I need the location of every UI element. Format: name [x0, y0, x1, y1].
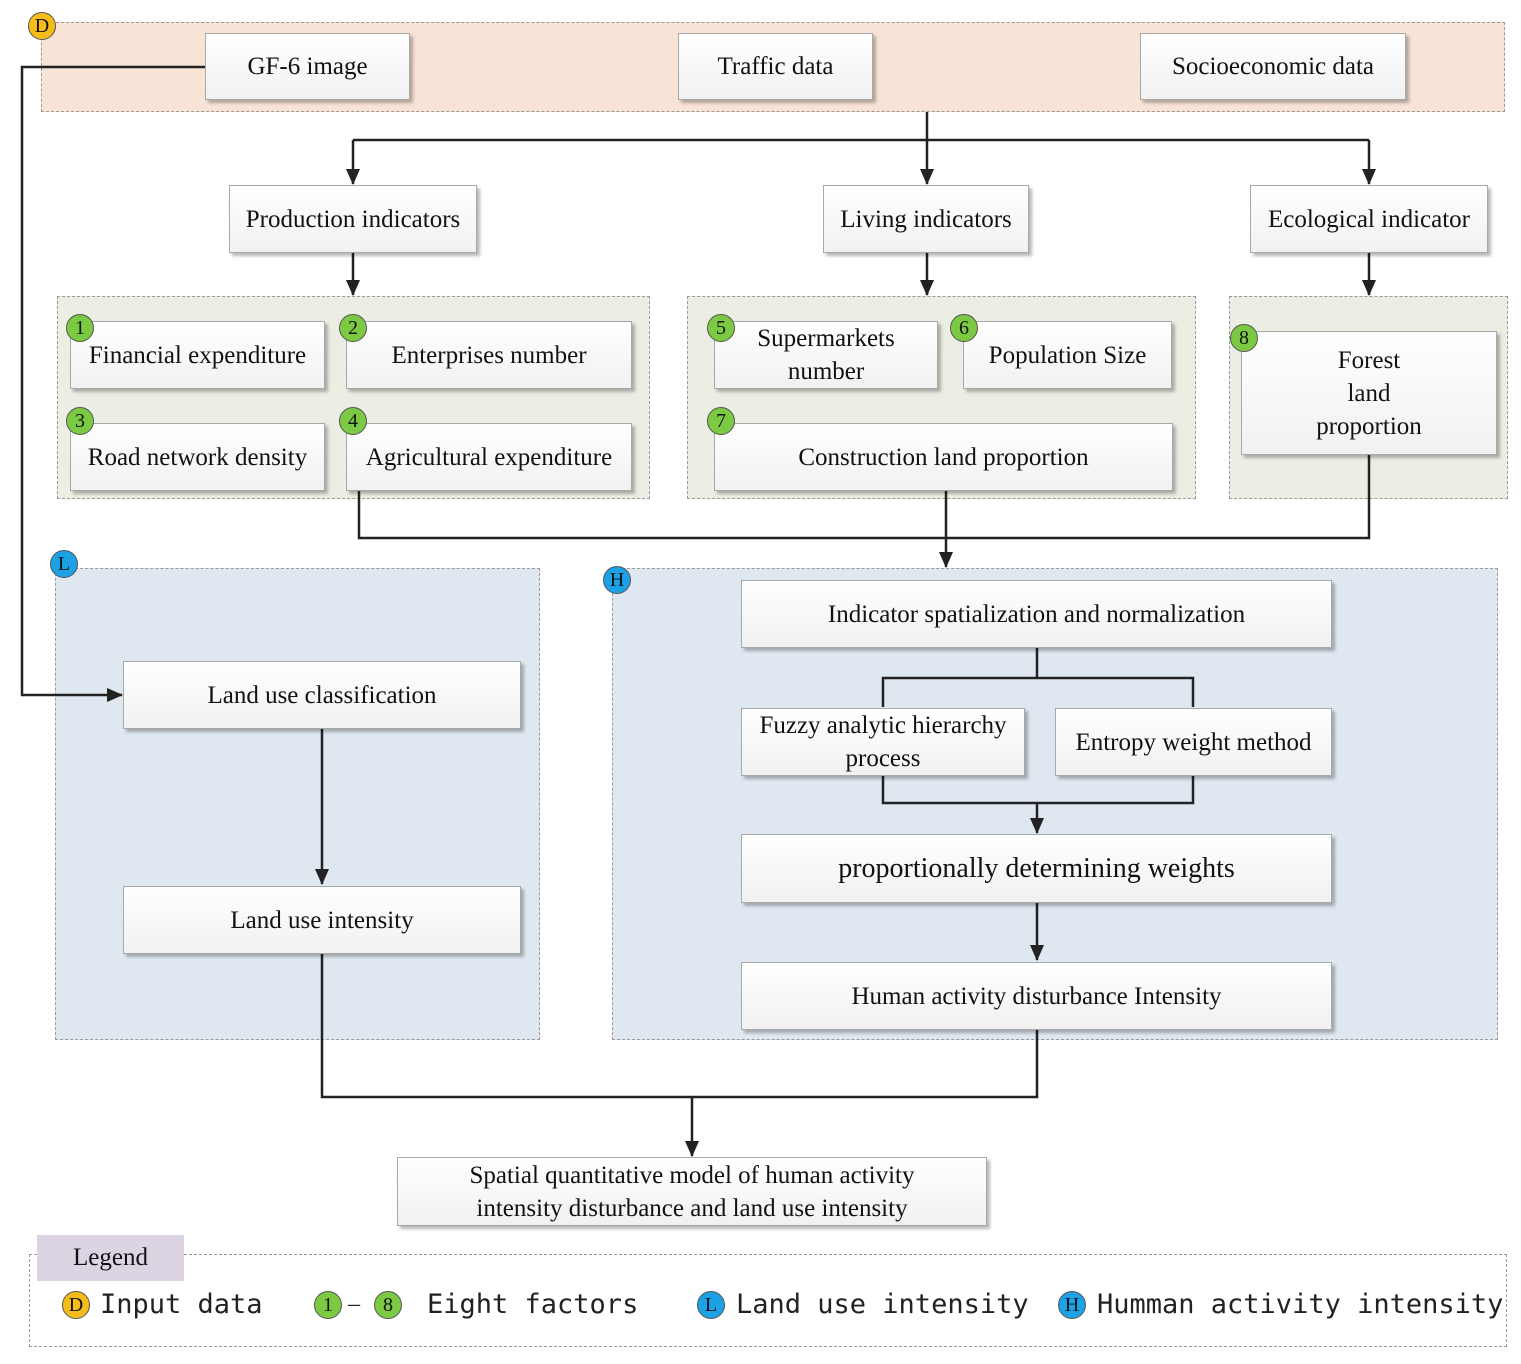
land-use-intensity-label: Land use intensity	[230, 906, 414, 934]
land-use-intensity-box: Land use intensity	[123, 886, 521, 954]
financial-expenditure-label: Financial expenditure	[88, 341, 307, 369]
forest-land-proportion-line1: Forest	[1337, 346, 1401, 374]
determining-weights-box: proportionally determining weights	[741, 834, 1332, 903]
living-indicators-box: Living indicators	[823, 185, 1029, 253]
spatial-model-line1: Spatial quantitative model of human acti…	[469, 1161, 915, 1189]
entropy-weight-box: Entropy weight method	[1055, 708, 1332, 776]
legend-land-badge: L	[697, 1291, 725, 1319]
indicator-spatialization-box: Indicator spatialization and normalizati…	[741, 580, 1332, 648]
forest-land-proportion-box: Forest land proportion	[1241, 331, 1497, 455]
production-indicators-box: Production indicators	[229, 185, 477, 253]
forest-land-proportion-line2: land	[1347, 379, 1391, 407]
legend-land-use-intensity: Land use intensity	[736, 1289, 1029, 1320]
land-use-badge: L	[50, 550, 78, 578]
land-use-classification-box: Land use classification	[123, 661, 521, 729]
human-disturbance-box: Human activity disturbance Intensity	[741, 962, 1332, 1030]
human-disturbance-label: Human activity disturbance Intensity	[851, 982, 1222, 1010]
factor-badge-2: 2	[339, 314, 367, 342]
legend-factor-badge-first: 1	[314, 1291, 342, 1319]
fuzzy-ahp-line1: Fuzzy analytic hierarchy	[759, 712, 1007, 739]
fuzzy-ahp-line2: process	[845, 745, 921, 772]
legend-human-badge: H	[1058, 1291, 1086, 1319]
production-indicators-label: Production indicators	[245, 205, 461, 233]
socioeconomic-data-label: Socioeconomic data	[1171, 53, 1374, 80]
construction-land-proportion-label: Construction land proportion	[798, 443, 1089, 471]
agricultural-expenditure-label: Agricultural expenditure	[365, 443, 613, 471]
construction-land-proportion-box: Construction land proportion	[714, 423, 1173, 491]
traffic-data-box: Traffic data	[678, 33, 873, 100]
fuzzy-ahp-box: Fuzzy analytic hierarchy process	[741, 708, 1025, 776]
determining-weights-label: proportionally determining weights	[838, 853, 1235, 884]
factor-badge-1: 1	[66, 314, 94, 342]
legend-input-data: Input data	[100, 1289, 263, 1320]
factor-badge-4: 4	[339, 407, 367, 435]
road-network-density-box: Road network density	[70, 423, 325, 491]
ecological-indicator-label: Ecological indicator	[1267, 205, 1470, 233]
supermarkets-number-line2: number	[787, 358, 865, 385]
population-size-label: Population Size	[988, 341, 1147, 369]
land-use-region	[55, 568, 540, 1040]
gf6-image-label: GF-6 image	[247, 53, 368, 80]
supermarkets-number-box: Supermarkets number	[714, 321, 938, 389]
legend-factor-badge-last: 8	[374, 1291, 402, 1319]
factor-badge-6: 6	[950, 314, 978, 342]
legend-range-dash: –	[348, 1291, 360, 1317]
road-network-density-label: Road network density	[87, 443, 308, 471]
factor-badge-3: 3	[66, 407, 94, 435]
socioeconomic-data-box: Socioeconomic data	[1140, 33, 1406, 100]
input-data-badge: D	[28, 12, 56, 40]
land-use-classification-label: Land use classification	[207, 681, 437, 709]
legend-eight-factors: Eight factors	[427, 1289, 639, 1320]
population-size-box: Population Size	[963, 321, 1172, 389]
forest-land-proportion-line3: proportion	[1316, 412, 1422, 440]
spatial-model-box: Spatial quantitative model of human acti…	[397, 1157, 987, 1226]
human-activity-badge: H	[603, 566, 631, 594]
ecological-indicator-box: Ecological indicator	[1250, 185, 1488, 253]
gf6-image-box: GF-6 image	[205, 33, 410, 100]
legend-input-badge: D	[62, 1291, 90, 1319]
spatial-model-line2: intensity disturbance and land use inten…	[476, 1194, 908, 1222]
traffic-data-label: Traffic data	[717, 53, 834, 80]
legend-region	[29, 1254, 1507, 1347]
living-indicators-label: Living indicators	[840, 205, 1012, 233]
indicator-spatialization-label: Indicator spatialization and normalizati…	[827, 600, 1246, 628]
factor-badge-8: 8	[1230, 324, 1258, 352]
agricultural-expenditure-box: Agricultural expenditure	[346, 423, 632, 491]
enterprises-number-label: Enterprises number	[391, 341, 587, 369]
legend-title: Legend	[37, 1235, 184, 1281]
legend-human-activity: Humman activity intensity	[1097, 1289, 1504, 1320]
factor-badge-7: 7	[707, 407, 735, 435]
financial-expenditure-box: Financial expenditure	[70, 321, 325, 389]
supermarkets-number-line1: Supermarkets	[757, 325, 895, 352]
factor-badge-5: 5	[707, 314, 735, 342]
entropy-weight-label: Entropy weight method	[1075, 728, 1312, 756]
enterprises-number-box: Enterprises number	[346, 321, 632, 389]
